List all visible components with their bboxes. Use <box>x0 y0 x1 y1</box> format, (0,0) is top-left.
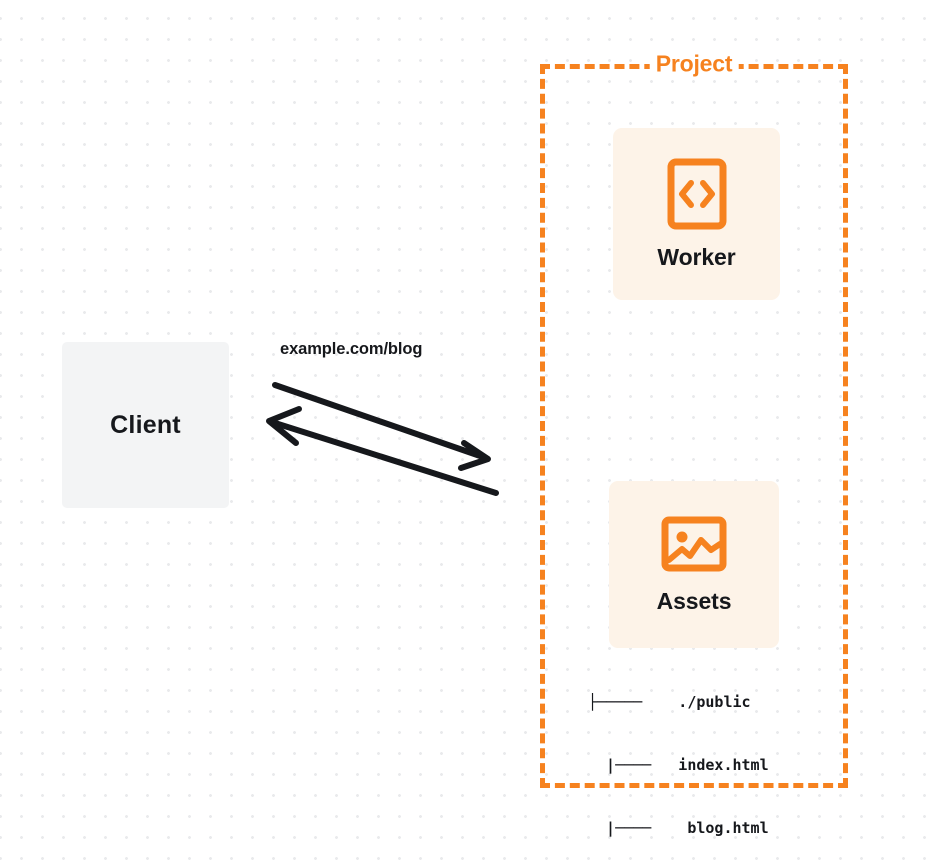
file-tree-row: |──── blog.html <box>588 819 769 837</box>
assets-card-label: Assets <box>656 588 732 614</box>
file-tree-row: ├───── ./public <box>588 693 751 711</box>
worker-card: Worker <box>613 128 780 300</box>
worker-card-label: Worker <box>657 243 736 270</box>
file-tree-row: |──── index.html <box>588 756 769 774</box>
request-arrow-icon <box>272 382 491 471</box>
client-node: Client <box>62 342 229 508</box>
code-brackets-icon <box>667 158 726 229</box>
image-icon <box>661 516 727 572</box>
assets-card: Assets <box>609 481 779 648</box>
project-title: Project <box>649 50 739 78</box>
assets-file-tree: ├───── ./public |──── index.html |──── b… <box>588 650 769 860</box>
response-arrow-icon <box>266 406 499 496</box>
connection-url-label: example.com/blog <box>280 340 423 358</box>
client-label: Client <box>110 410 181 439</box>
